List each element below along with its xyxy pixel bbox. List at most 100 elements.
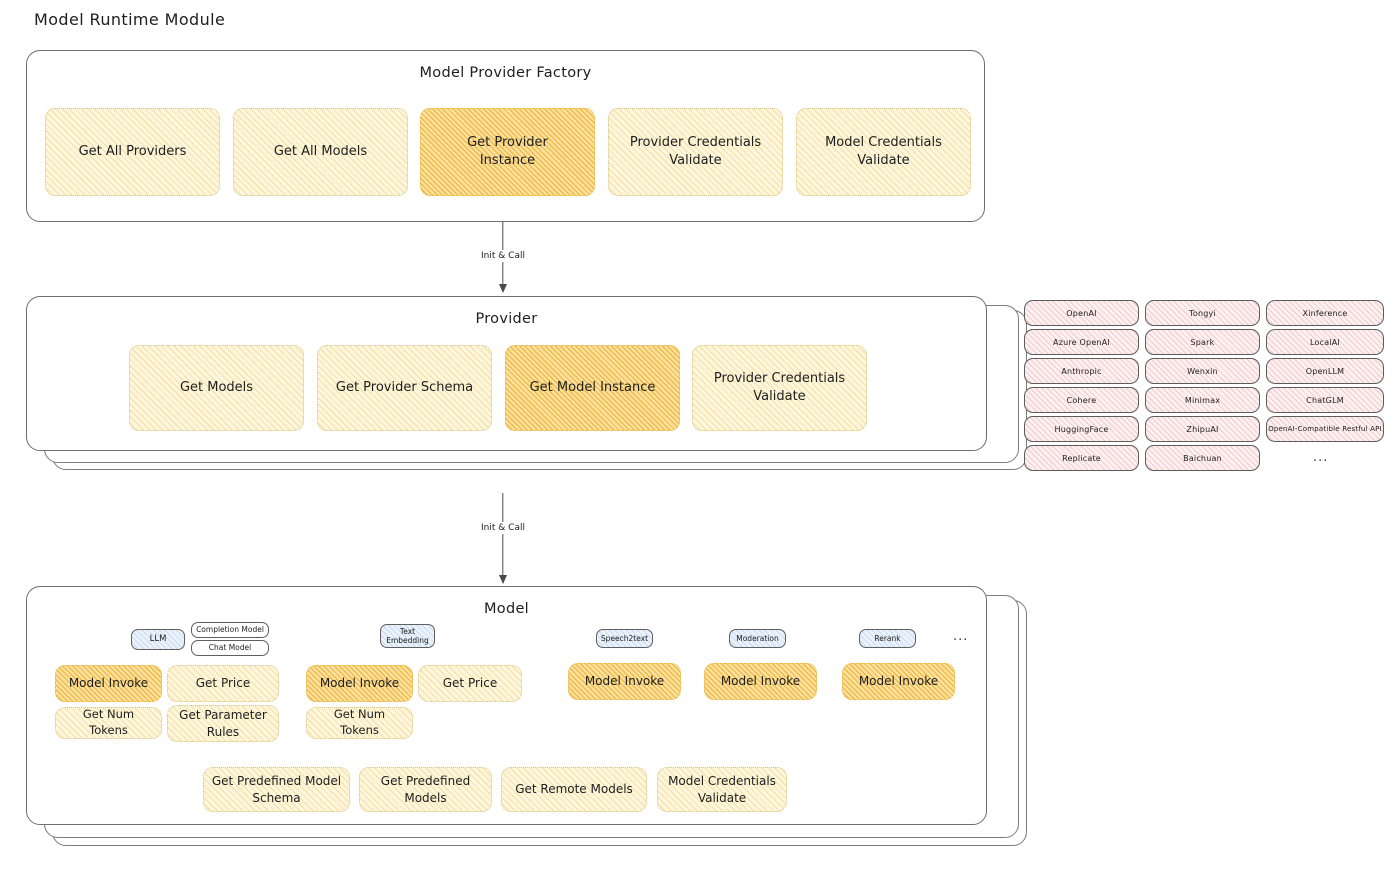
badge-llm[interactable]: LLM bbox=[131, 629, 185, 650]
badge-label: LLM bbox=[149, 634, 167, 645]
node-get-remote-models[interactable]: Get Remote Models bbox=[501, 767, 647, 812]
node-get-provider-schema[interactable]: Get Provider Schema bbox=[317, 345, 492, 431]
node-label: Model Invoke bbox=[319, 676, 400, 691]
provider-chip-minimax[interactable]: Minimax bbox=[1145, 387, 1260, 413]
chip-label: Tongyi bbox=[1189, 308, 1216, 318]
badge-rerank[interactable]: Rerank bbox=[859, 629, 916, 648]
badge-label: Moderation bbox=[736, 633, 779, 643]
model-section: Model LLM Completion Model Chat Model Mo… bbox=[26, 586, 1027, 848]
provider-card: Provider Get Models Get Provider Schema … bbox=[26, 296, 987, 451]
provider-chip-huggingface[interactable]: HuggingFace bbox=[1024, 416, 1139, 442]
node-label: Get Models bbox=[179, 380, 254, 396]
node-label: Get Price bbox=[442, 676, 498, 691]
provider-list-more: ... bbox=[1313, 450, 1329, 465]
provider-chip-replicate[interactable]: Replicate bbox=[1024, 445, 1139, 471]
arrow-label: Init & Call bbox=[477, 250, 529, 262]
arrow-line bbox=[502, 493, 504, 583]
provider-chip-spark[interactable]: Spark bbox=[1145, 329, 1260, 355]
badge-chat-model[interactable]: Chat Model bbox=[191, 640, 269, 656]
provider-chip-anthropic[interactable]: Anthropic bbox=[1024, 358, 1139, 384]
chip-label: Minimax bbox=[1184, 395, 1221, 405]
provider-chip-azure-openai[interactable]: Azure OpenAI bbox=[1024, 329, 1139, 355]
chip-label: Cohere bbox=[1066, 395, 1097, 405]
node-llm-get-num-tokens[interactable]: Get Num Tokens bbox=[55, 707, 162, 739]
provider-chip-xinference[interactable]: Xinference bbox=[1266, 300, 1384, 326]
page-title: Model Runtime Module bbox=[34, 10, 226, 29]
node-text-embedding-get-num-tokens[interactable]: Get Num Tokens bbox=[306, 707, 413, 739]
badge-speech2text[interactable]: Speech2text bbox=[596, 629, 653, 648]
badge-completion-model[interactable]: Completion Model bbox=[191, 622, 269, 638]
node-text-embedding-get-price[interactable]: Get Price bbox=[418, 665, 522, 702]
provider-chip-zhipuai[interactable]: ZhipuAI bbox=[1145, 416, 1260, 442]
node-get-model-instance[interactable]: Get Model Instance bbox=[505, 345, 680, 431]
badge-label: Rerank bbox=[874, 633, 901, 643]
node-label: Model Invoke bbox=[584, 674, 665, 689]
chip-label: OpenAI-Compatible Restful API bbox=[1268, 425, 1382, 433]
node-moderation-model-invoke[interactable]: Model Invoke bbox=[704, 663, 817, 700]
node-text-embedding-model-invoke[interactable]: Model Invoke bbox=[306, 665, 413, 702]
arrow-label: Init & Call bbox=[477, 522, 529, 534]
chip-label: Spark bbox=[1190, 337, 1215, 347]
provider-chip-openllm[interactable]: OpenLLM bbox=[1266, 358, 1384, 384]
chip-label: HuggingFace bbox=[1054, 424, 1109, 434]
node-label: Get Provider Schema bbox=[335, 380, 474, 396]
provider-chip-wenxin[interactable]: Wenxin bbox=[1145, 358, 1260, 384]
node-label: Get All Models bbox=[273, 144, 368, 160]
node-get-all-providers[interactable]: Get All Providers bbox=[45, 108, 220, 196]
node-label: Get Num Tokens bbox=[333, 707, 386, 737]
provider-chip-openai[interactable]: OpenAI bbox=[1024, 300, 1139, 326]
provider-list: OpenAI Azure OpenAI Anthropic Cohere Hug… bbox=[1024, 300, 1384, 475]
node-label: Get Price bbox=[195, 676, 251, 691]
model-provider-factory-card: Model Provider Factory Get All Providers… bbox=[26, 50, 985, 222]
node-speech2text-model-invoke[interactable]: Model Invoke bbox=[568, 663, 681, 700]
node-label: Model Invoke bbox=[68, 676, 149, 691]
node-label: Get Num Tokens bbox=[82, 707, 135, 737]
node-llm-model-invoke[interactable]: Model Invoke bbox=[55, 665, 162, 702]
chip-label: Wenxin bbox=[1187, 366, 1218, 376]
arrow-provider-to-model: Init & Call bbox=[477, 493, 529, 584]
node-get-models[interactable]: Get Models bbox=[129, 345, 304, 431]
node-llm-get-price[interactable]: Get Price bbox=[167, 665, 279, 702]
provider-chip-localai[interactable]: LocalAI bbox=[1266, 329, 1384, 355]
provider-chip-tongyi[interactable]: Tongyi bbox=[1145, 300, 1260, 326]
provider-title: Provider bbox=[475, 311, 538, 327]
provider-chip-baichuan[interactable]: Baichuan bbox=[1145, 445, 1260, 471]
node-rerank-model-invoke[interactable]: Model Invoke bbox=[842, 663, 955, 700]
model-title: Model bbox=[483, 601, 530, 617]
chip-label: Xinference bbox=[1302, 308, 1348, 318]
model-card: Model LLM Completion Model Chat Model Mo… bbox=[26, 586, 987, 825]
node-get-all-models[interactable]: Get All Models bbox=[233, 108, 408, 196]
chip-label: LocalAI bbox=[1310, 337, 1340, 347]
chip-label: Azure OpenAI bbox=[1053, 337, 1110, 347]
chip-label: ZhipuAI bbox=[1186, 424, 1219, 434]
model-types-more: ... bbox=[953, 629, 969, 644]
provider-chip-cohere[interactable]: Cohere bbox=[1024, 387, 1139, 413]
model-provider-factory-title: Model Provider Factory bbox=[419, 65, 592, 81]
arrow-head-icon bbox=[499, 284, 507, 293]
chip-label: OpenAI bbox=[1066, 308, 1097, 318]
badge-moderation[interactable]: Moderation bbox=[729, 629, 786, 648]
provider-chip-chatglm[interactable]: ChatGLM bbox=[1266, 387, 1384, 413]
provider-chip-openai-compatible-restful-api[interactable]: OpenAI-Compatible Restful API bbox=[1266, 416, 1384, 442]
chip-label: Baichuan bbox=[1183, 453, 1222, 463]
provider-section: Provider Get Models Get Provider Schema … bbox=[26, 296, 1027, 471]
badge-label: Chat Model bbox=[208, 643, 252, 653]
